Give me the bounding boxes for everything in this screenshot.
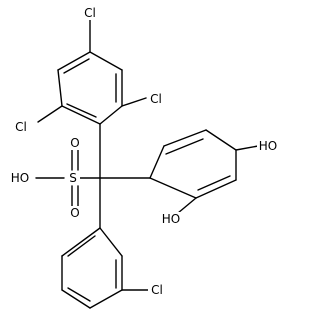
atom-label-cl-right: Cl — [150, 92, 162, 106]
atom-label-cl-left: Cl — [15, 120, 27, 134]
label-backdrop — [8, 171, 32, 185]
label-backdrop — [66, 171, 80, 185]
bond — [57, 51, 91, 71]
atom-label-oxygen-top: O — [70, 136, 79, 150]
bonds — [35, 19, 259, 309]
atom-label-cl-bottom: Cl — [151, 283, 163, 297]
atom-label-oh-para: HO — [259, 139, 277, 153]
bond — [89, 289, 123, 309]
label-backdrop — [81, 6, 99, 20]
bond — [67, 287, 91, 302]
atom-label-oxygen-bottom: O — [70, 206, 79, 220]
bond — [99, 227, 123, 257]
label-backdrop — [147, 92, 165, 106]
label-backdrop — [148, 283, 166, 297]
bond — [205, 129, 237, 151]
atom-labels: Cl Cl Cl HO HO HO S O O Cl — [8, 6, 279, 297]
bond — [61, 227, 101, 257]
label-backdrop — [68, 136, 82, 150]
bond — [197, 175, 231, 191]
atom-label-sulfur: S — [69, 171, 77, 185]
bond — [61, 105, 101, 125]
bond — [163, 129, 207, 147]
bond — [235, 145, 259, 151]
background — [0, 0, 285, 318]
chemical-structure: Cl Cl Cl HO HO HO S O O Cl — [0, 0, 285, 318]
label-backdrop — [257, 139, 279, 153]
label-backdrop — [160, 212, 182, 226]
bond — [149, 177, 197, 199]
bond — [57, 69, 63, 107]
label-backdrop — [12, 120, 30, 134]
atom-label-oh-ortho: HO — [162, 212, 180, 226]
bond — [121, 97, 147, 107]
bond — [89, 51, 123, 71]
bond — [195, 179, 237, 199]
bond — [37, 105, 63, 123]
bond — [149, 145, 165, 179]
bond — [63, 58, 90, 74]
label-backdrop — [68, 206, 82, 220]
bond — [99, 105, 123, 125]
atom-label-cl-top: Cl — [84, 6, 96, 20]
bond — [66, 103, 97, 118]
bond — [165, 138, 204, 155]
bond — [61, 289, 91, 309]
atom-label-sulfonic-oh: HO — [11, 171, 29, 185]
bond — [67, 235, 96, 257]
